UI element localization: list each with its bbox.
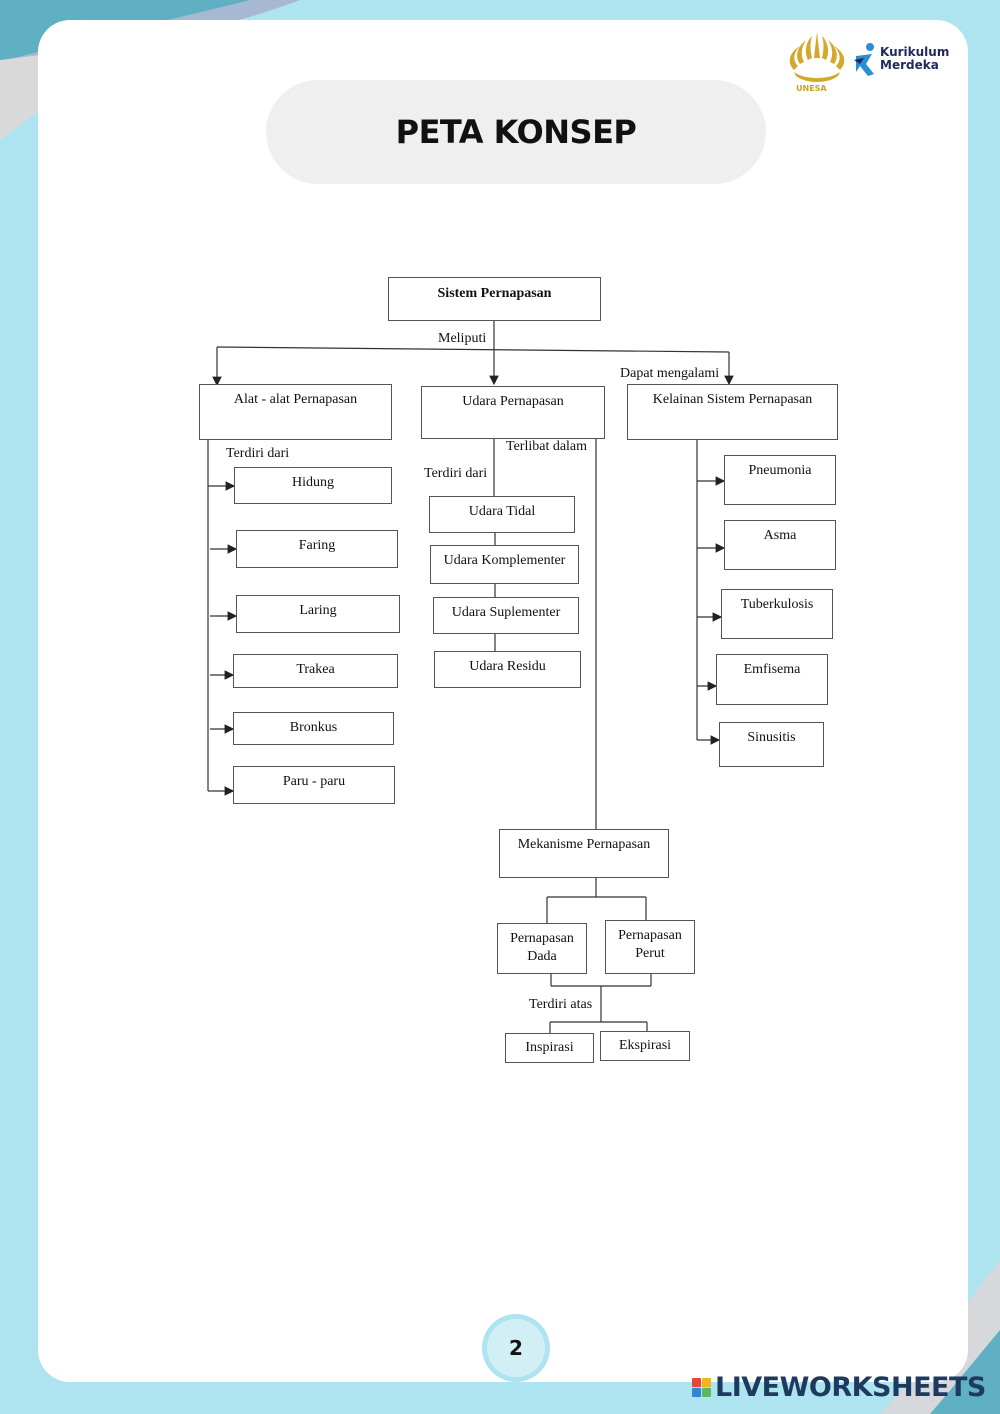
title-pill: PETA KONSEP <box>266 80 766 184</box>
kelainan-item: Tuberkulosis <box>721 589 833 639</box>
dada-line-1: Pernapasan <box>510 931 574 946</box>
alat-item-label: Trakea <box>296 662 335 677</box>
branch-node-udara: Udara Pernapasan <box>421 386 605 439</box>
udara-item: Udara Suplementer <box>433 597 579 634</box>
kurikulum-line: Kurikulum <box>880 45 950 59</box>
kelainan-item-label: Sinusitis <box>747 730 796 745</box>
mekanisme-label: Mekanisme Pernapasan <box>517 837 651 852</box>
kelainan-item-label: Pneumonia <box>748 463 812 478</box>
udara-item: Udara Residu <box>434 651 581 688</box>
alat-item-label: Bronkus <box>289 720 338 735</box>
kelainan-item-label: Tuberkulosis <box>740 597 814 612</box>
liveworksheets-logo-icon <box>692 1378 711 1397</box>
ekspirasi-node: Ekspirasi <box>600 1031 690 1061</box>
udara-item-label: Udara Residu <box>469 659 546 674</box>
alat-item: Paru - paru <box>233 766 395 804</box>
mekanisme-node: Mekanisme Pernapasan <box>499 829 669 878</box>
kelainan-item: Emfisema <box>716 654 828 705</box>
liveworksheets-brand[interactable]: LIVEWORKSHEETS <box>692 1372 986 1403</box>
perut-line-2: Perut <box>635 946 665 961</box>
perut-line-1: Pernapasan <box>618 928 682 943</box>
inspirasi-label: Inspirasi <box>525 1040 574 1055</box>
branch-node-kelainan: Kelainan Sistem Pernapasan <box>627 384 838 440</box>
branch-alat-label: Alat - alat Pernapasan <box>233 392 358 407</box>
kelainan-item: Asma <box>724 520 836 570</box>
alat-item: Trakea <box>233 654 398 688</box>
alat-item: Faring <box>236 530 398 568</box>
link-label-meliputi: Meliputi <box>438 331 487 346</box>
link-label-terlibat-dalam: Terlibat dalam <box>506 439 588 454</box>
link-label-terdiri-atas: Terdiri atas <box>527 997 595 1013</box>
page-number-badge: 2 <box>482 1314 550 1382</box>
unesa-caption: UNESA <box>796 84 827 93</box>
dada-line-2: Dada <box>527 949 557 964</box>
page-title: PETA KONSEP <box>395 113 637 151</box>
alat-item: Laring <box>236 595 400 633</box>
kelainan-item: Sinusitis <box>719 722 824 767</box>
pernapasan-perut-node: Pernapasan Perut <box>605 920 695 974</box>
link-label-dapat-mengalami: Dapat mengalami <box>620 366 720 381</box>
udara-item: Udara Tidal <box>429 496 575 533</box>
link-label-terdiri-dari-alat: Terdiri dari <box>226 446 290 461</box>
udara-item: Udara Komplementer <box>430 545 579 584</box>
merdeka-line: Merdeka <box>880 58 939 72</box>
pernapasan-dada-node: Pernapasan Dada <box>497 923 587 974</box>
kelainan-item: Pneumonia <box>724 455 836 505</box>
alat-item-label: Paru - paru <box>282 774 346 789</box>
inspirasi-node: Inspirasi <box>505 1033 594 1063</box>
alat-item-label: Hidung <box>292 475 334 490</box>
header-logos: UNESA Kurikulum Merdeka <box>782 28 952 98</box>
udara-item-label: Udara Suplementer <box>451 605 561 620</box>
root-node-label: Sistem Pernapasan <box>437 286 552 301</box>
root-node-sistem-pernapasan: Sistem Pernapasan <box>388 277 601 321</box>
unesa-logo-icon <box>789 32 845 82</box>
branch-udara-label: Udara Pernapasan <box>462 394 564 409</box>
kelainan-item-label: Asma <box>763 528 797 543</box>
branch-node-alat: Alat - alat Pernapasan <box>199 384 392 440</box>
kurikulum-merdeka-logo-icon <box>854 43 874 76</box>
alat-item: Bronkus <box>233 712 394 745</box>
alat-item-label: Faring <box>298 538 336 553</box>
link-label-terdiri-dari-udara: Terdiri dari <box>424 466 488 481</box>
branch-kelainan-label: Kelainan Sistem Pernapasan <box>652 392 813 407</box>
liveworksheets-wordmark: LIVEWORKSHEETS <box>715 1372 986 1403</box>
udara-item-label: Udara Komplementer <box>443 553 566 568</box>
alat-item: Hidung <box>234 467 392 504</box>
alat-item-label: Laring <box>299 603 337 618</box>
page-number: 2 <box>487 1319 545 1377</box>
udara-item-label: Udara Tidal <box>468 504 536 519</box>
kelainan-item-label: Emfisema <box>743 662 801 677</box>
kurikulum-merdeka-text: Kurikulum Merdeka <box>880 46 949 72</box>
ekspirasi-label: Ekspirasi <box>618 1038 672 1053</box>
